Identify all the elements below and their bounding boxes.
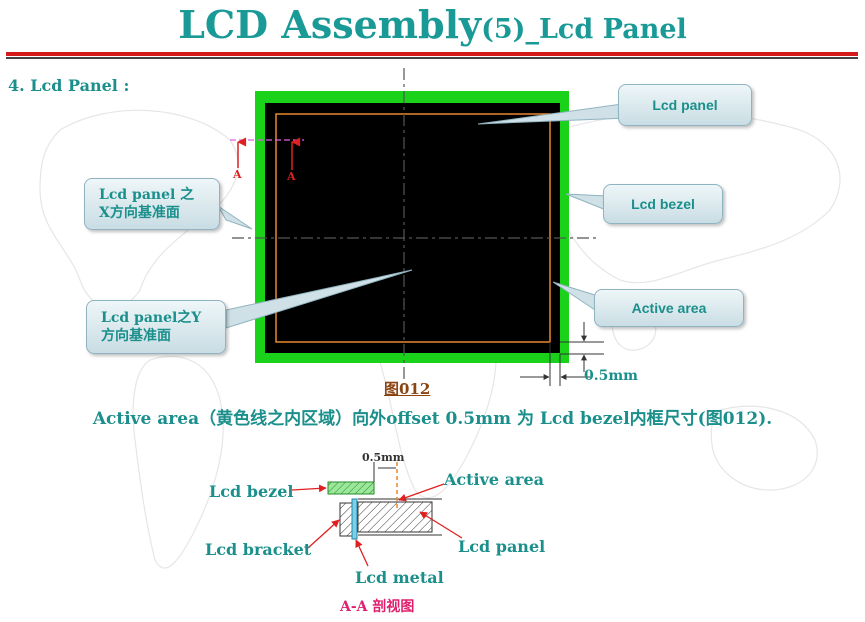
callout-y-datum-line2: 方向基准面 [101, 328, 171, 344]
title-rule-dark [6, 57, 858, 59]
arrow-active-area [398, 483, 445, 502]
arrow-panel [419, 511, 463, 539]
callout-lcd-panel-text: Lcd panel [652, 97, 718, 113]
leader-x-datum [217, 205, 253, 230]
arrow-bracket [307, 519, 340, 549]
callout-x-datum-line2: X方向基准面 [99, 205, 180, 221]
section-bezel-hatch [327, 481, 375, 495]
label-lcd-bezel: Lcd bezel [209, 482, 294, 501]
label-lcd-panel: Lcd panel [458, 537, 546, 556]
section-marker-a-right: A [287, 170, 296, 183]
section-metal [351, 498, 358, 540]
callout-active-area-text: Active area [631, 300, 707, 316]
section-view-title: A-A 剖视图 [340, 599, 415, 615]
title-subtitle: _Lcd Panel [525, 14, 687, 45]
section-dim-label: 0.5mm [362, 451, 405, 464]
callout-x-datum: Lcd panel 之 X方向基准面 [84, 178, 220, 230]
leader-y-datum [225, 269, 413, 329]
section-bracket [339, 502, 353, 537]
title-rule-red [6, 52, 858, 56]
figure-label: 图012 [384, 380, 431, 398]
label-lcd-bracket: Lcd bracket [205, 540, 312, 559]
section-panel [357, 501, 433, 533]
arrow-bezel [291, 484, 327, 493]
label-active-area: Active area [444, 470, 545, 489]
callout-lcd-panel: Lcd panel [618, 84, 752, 126]
callout-y-datum-line1: Lcd panel之Y [101, 310, 202, 326]
callout-lcd-bezel: Lcd bezel [603, 184, 723, 224]
caption-text: Active area（黄色线之内区域）向外offset 0.5mm 为 Lcd… [92, 409, 773, 429]
active-area-outline [275, 113, 551, 343]
offset-dimension-label: 0.5mm [584, 368, 638, 384]
title-main: LCD Assembly [178, 2, 482, 47]
title-number: (5) [481, 14, 526, 45]
label-lcd-metal: Lcd metal [355, 568, 444, 587]
arrow-metal [355, 539, 369, 567]
section-marker-a-left: A [233, 168, 242, 181]
section-label: 4. Lcd Panel : [8, 76, 130, 95]
page-title: LCD Assembly(5)_Lcd Panel [0, 2, 865, 47]
callout-active-area: Active area [594, 289, 744, 327]
callout-y-datum: Lcd panel之Y 方向基准面 [86, 300, 226, 354]
callout-lcd-bezel-text: Lcd bezel [631, 196, 695, 212]
callout-x-datum-line1: Lcd panel 之 [99, 187, 195, 203]
lcd-panel-black [265, 103, 560, 353]
